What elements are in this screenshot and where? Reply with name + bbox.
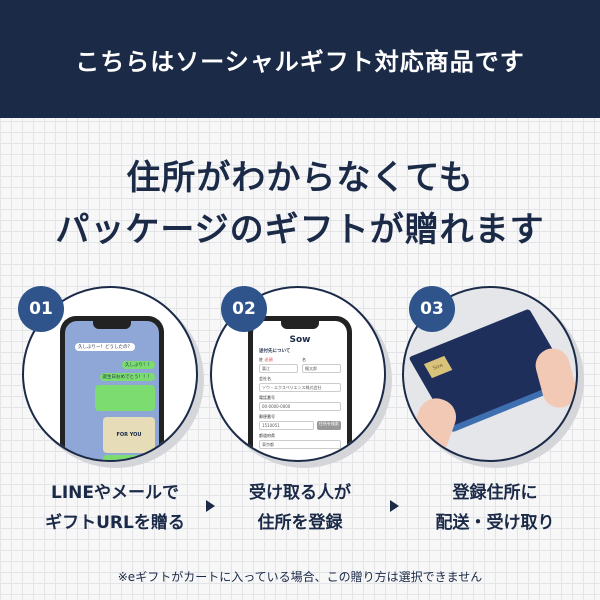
label: 会社名 [259,376,271,381]
caption-line: ギフトURLを贈る [45,513,185,533]
chat-bubble: 誕生日おめでとう！！！ [99,373,155,381]
last-name-field[interactable]: 栗江 [259,364,298,373]
address-search-button[interactable]: 住所を検索 [316,421,341,430]
header-title: こちらはソーシャルギフト対応商品です [75,47,525,76]
header-banner: こちらはソーシャルギフト対応商品です [0,0,600,118]
required-tag: 必須 [264,357,273,362]
form-title: 送付先について [259,349,291,354]
chat-bubble: 久しぶりー！どうしたの？ [75,343,135,351]
step-1-illustration: 久しぶりー！どうしたの？ 久しぶり！！ 誕生日おめでとう！！！ FOR YOU [22,286,198,462]
arrow-right-icon [206,500,215,512]
phone-field[interactable]: 00-0000-0000 [259,402,341,411]
label: 名 [302,357,306,362]
caption-line: 住所を登録 [257,513,343,533]
step-badge-02: 02 [221,286,267,332]
step-badge-03: 03 [409,286,455,332]
label: 姓 [259,357,263,362]
caption-line: LINEやメールで [51,483,179,503]
phone-line-chat: 久しぶりー！どうしたの？ 久しぶり！！ 誕生日おめでとう！！！ FOR YOU [60,316,164,460]
step-2-caption: 受け取る人が住所を登録 [210,478,390,538]
step-2-illustration: Sow 送付先について 姓 必須栗江 名楓太郎 会社名 ソウ・エクスペリエンス株… [210,286,386,462]
headline-line-1: 住所がわからなくても [126,158,474,198]
label: 郵便番号 [259,414,275,419]
gift-card: FOR YOU [103,417,155,453]
step-1-caption: LINEやメールでギフトURLを贈る [20,478,210,538]
hand-right [531,344,576,412]
arrow-right-icon [390,500,399,512]
step-badge-01: 01 [18,286,64,332]
sow-logo: Sow [289,335,311,345]
box-label: Sow [423,355,453,379]
caption-line: 登録住所に [452,483,538,503]
footnote: ※eギフトがカートに入っている場合、この贈り方は選択できません [117,570,483,584]
caption-line: 配送・受け取り [435,513,555,533]
chat-bubble: 久しぶり！！ [122,361,155,369]
label: 都道府県 [259,433,275,438]
zip-field[interactable]: 1510051 [259,421,314,430]
step-3-caption: 登録住所に配送・受け取り [400,478,590,538]
label: 電話番号 [259,395,275,400]
phone-address-form: Sow 送付先について 姓 必須栗江 名楓太郎 会社名 ソウ・エクスペリエンス株… [248,316,352,460]
prefecture-select[interactable]: 東京都 [259,440,341,449]
company-field[interactable]: ソウ・エクスペリエンス株式会社 [259,383,341,392]
chat-link-bubble [95,385,155,411]
headline-line-2: パッケージのギフトが贈れます [55,210,545,250]
caption-line: 受け取る人が [249,483,351,503]
first-name-field[interactable]: 楓太郎 [302,364,341,373]
